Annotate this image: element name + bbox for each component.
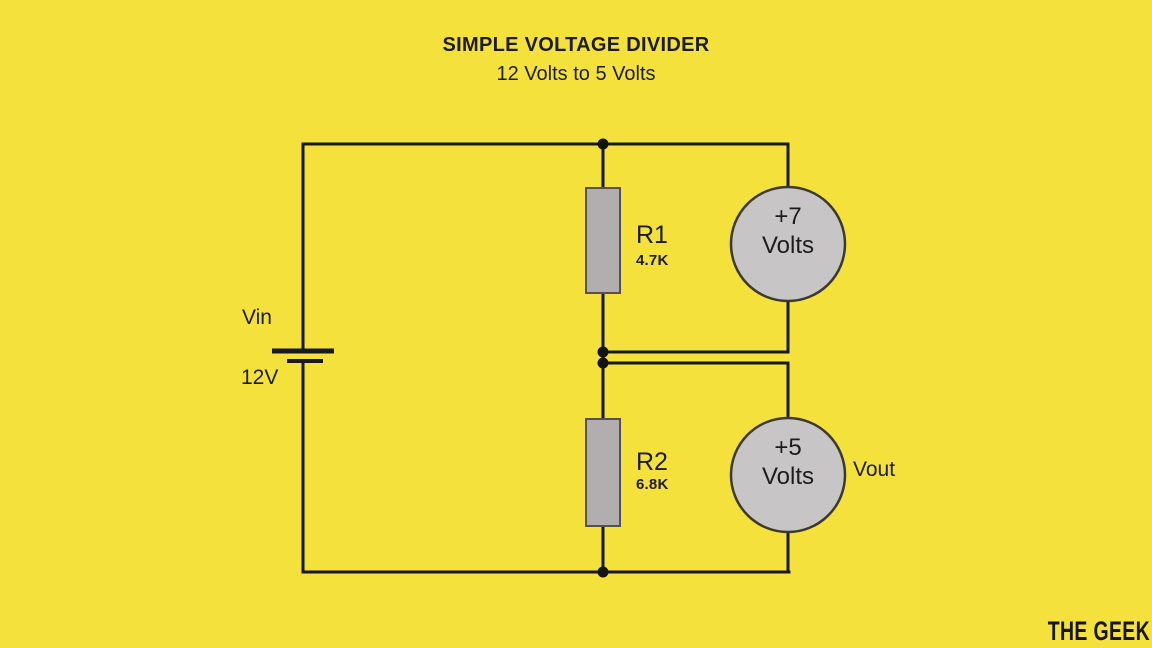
resistor-r2-value: 6.8K	[636, 476, 669, 493]
junction-dot-top	[597, 138, 609, 150]
diagram-title: SIMPLE VOLTAGE DIVIDER	[442, 34, 710, 56]
voltmeter-1-circle	[729, 185, 847, 303]
resistor-r1-body	[585, 187, 621, 294]
voltmeter-1-text: +7 Volts	[731, 202, 845, 260]
junction-dot-bottom	[597, 566, 609, 578]
voltmeter-1-reading: +7	[774, 203, 802, 230]
resistor-r2-body	[585, 418, 621, 527]
watermark-logo: THE GEEK	[1047, 616, 1150, 646]
voltmeter-2-reading: +5	[774, 434, 802, 461]
vin-label: Vin	[242, 306, 272, 329]
resistor-r2-name: R2	[636, 448, 668, 476]
vout-label: Vout	[853, 458, 896, 481]
voltmeter-2-unit: Volts	[761, 463, 815, 490]
voltmeter-2-text: +5 Volts	[731, 433, 845, 491]
resistor-r1-value: 4.7K	[636, 252, 669, 269]
vin-value-label: 12V	[241, 366, 279, 389]
junction-dot-tap-upper	[597, 346, 609, 358]
resistor-r1-name: R1	[636, 221, 668, 249]
voltmeter-2-circle	[729, 416, 847, 534]
diagram-subtitle: 12 Volts to 5 Volts	[496, 63, 656, 85]
junction-dot-tap-lower	[597, 357, 609, 369]
voltmeter-1-unit: Volts	[761, 232, 815, 259]
